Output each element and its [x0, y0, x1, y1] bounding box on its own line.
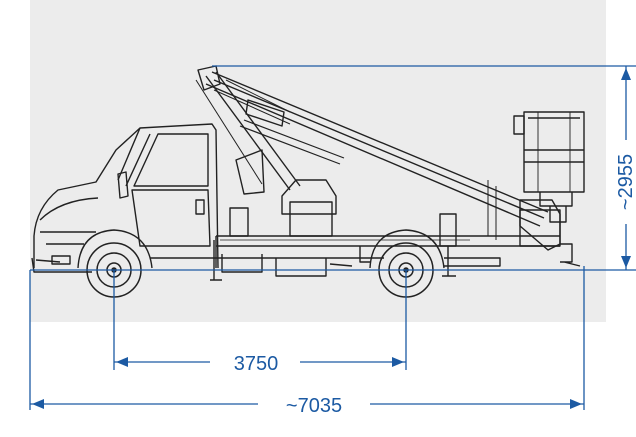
background-panel [30, 0, 606, 322]
lifting-boom [195, 65, 585, 251]
max-height-label: ~2955 [615, 154, 636, 210]
overall-length-label: ~7035 [286, 395, 342, 417]
truck-body [31, 123, 581, 281]
wheelbase-label: 3750 [234, 353, 279, 375]
dimension-arrows [32, 68, 631, 409]
dimension-lines [29, 65, 636, 410]
